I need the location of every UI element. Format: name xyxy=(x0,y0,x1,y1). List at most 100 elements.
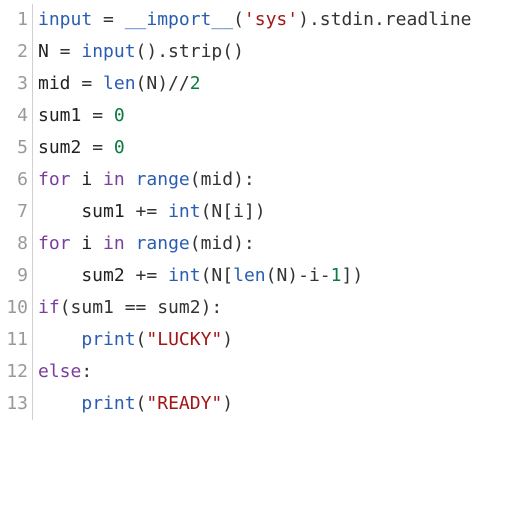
code-line[interactable]: 9 sum2 += int(N[len(N)-i-1]) xyxy=(0,260,523,292)
token-text: (N[i]) xyxy=(200,201,266,222)
token-text: += xyxy=(135,265,158,286)
token-text: ( xyxy=(135,393,147,414)
token-builtin: len xyxy=(233,265,266,286)
line-content[interactable]: mid = len(N)//2 xyxy=(38,68,201,100)
token-text xyxy=(38,329,81,350)
token-text: ) xyxy=(222,329,234,350)
line-content[interactable]: print("READY") xyxy=(38,388,233,420)
token-number: 1 xyxy=(330,265,342,286)
line-number: 4 xyxy=(0,100,33,132)
token-text: = xyxy=(81,137,114,158)
token-text: = xyxy=(92,9,125,30)
token-string: 'sys' xyxy=(243,9,299,30)
line-number: 3 xyxy=(0,68,33,100)
token-number: 2 xyxy=(189,73,201,94)
token-builtin: input xyxy=(38,9,93,30)
line-number: 6 xyxy=(0,164,33,196)
token-text: mid xyxy=(38,73,71,94)
token-number: 0 xyxy=(113,137,125,158)
line-content[interactable]: for i in range(mid): xyxy=(38,228,255,260)
code-area[interactable]: 1 input = __import__('sys').stdin.readli… xyxy=(0,4,523,420)
token-text: = xyxy=(48,41,82,62)
line-number: 5 xyxy=(0,132,33,164)
token-text: sum1 xyxy=(38,201,136,222)
token-text: += xyxy=(135,201,158,222)
token-text: (N[ xyxy=(200,265,234,286)
token-builtin: __import__ xyxy=(124,9,234,30)
token-text xyxy=(125,169,136,190)
line-content[interactable]: N = input().strip() xyxy=(38,36,244,68)
line-content[interactable]: print("LUCKY") xyxy=(38,324,233,356)
token-builtin: int xyxy=(168,265,201,286)
line-content[interactable]: sum1 = 0 xyxy=(38,100,125,132)
token-builtin: int xyxy=(168,201,201,222)
token-text: sum2 xyxy=(38,137,82,158)
line-content[interactable]: sum2 += int(N[len(N)-i-1]) xyxy=(38,260,363,292)
token-builtin: input xyxy=(81,41,136,62)
line-content[interactable]: else: xyxy=(38,356,92,388)
token-keyword: if xyxy=(38,297,60,318)
token-keyword: for xyxy=(38,233,71,254)
code-line[interactable]: 10 if(sum1 == sum2): xyxy=(0,292,523,324)
token-text: (N)// xyxy=(135,73,190,94)
token-text: (N)-i- xyxy=(265,265,331,286)
line-number: 8 xyxy=(0,228,33,260)
token-text: sum1 xyxy=(38,105,82,126)
token-text: (mid): xyxy=(189,233,255,254)
token-text: = xyxy=(70,73,104,94)
token-string: "LUCKY" xyxy=(146,329,223,350)
code-line[interactable]: 7 sum1 += int(N[i]) xyxy=(0,196,523,228)
token-text xyxy=(157,201,168,222)
token-builtin: range xyxy=(135,169,190,190)
line-number: 13 xyxy=(0,388,33,420)
code-line[interactable]: 6 for i in range(mid): xyxy=(0,164,523,196)
token-text: N xyxy=(38,41,49,62)
code-line[interactable]: 11 print("LUCKY") xyxy=(0,324,523,356)
code-line[interactable]: 4 sum1 = 0 xyxy=(0,100,523,132)
token-text xyxy=(157,265,168,286)
token-text: ( xyxy=(135,329,147,350)
token-text: ().strip() xyxy=(135,41,244,62)
line-content[interactable]: sum1 += int(N[i]) xyxy=(38,196,266,228)
token-builtin: print xyxy=(81,329,136,350)
line-number: 1 xyxy=(0,4,33,36)
code-line[interactable]: 12 else: xyxy=(0,356,523,388)
token-text: (sum1 == sum2): xyxy=(59,297,223,318)
code-line[interactable]: 8 for i in range(mid): xyxy=(0,228,523,260)
code-editor[interactable]: 1 input = __import__('sys').stdin.readli… xyxy=(0,0,523,421)
line-number: 12 xyxy=(0,356,33,388)
code-line[interactable]: 5 sum2 = 0 xyxy=(0,132,523,164)
token-builtin: range xyxy=(135,233,190,254)
token-keyword: else xyxy=(38,361,82,382)
token-text: (mid): xyxy=(189,169,255,190)
token-text: ) xyxy=(222,393,234,414)
token-text: ]) xyxy=(341,265,364,286)
token-string: "READY" xyxy=(146,393,223,414)
token-text xyxy=(125,233,136,254)
line-content[interactable]: input = __import__('sys').stdin.readline xyxy=(38,4,472,36)
token-text: i xyxy=(70,169,104,190)
token-keyword: in xyxy=(103,233,125,254)
line-number: 9 xyxy=(0,260,33,292)
line-number: 2 xyxy=(0,36,33,68)
line-content[interactable]: for i in range(mid): xyxy=(38,164,255,196)
code-line[interactable]: 2 N = input().strip() xyxy=(0,36,523,68)
token-text: ).stdin.readline xyxy=(298,9,472,30)
line-content[interactable]: if(sum1 == sum2): xyxy=(38,292,222,324)
token-keyword: in xyxy=(103,169,125,190)
token-text: sum2 xyxy=(38,265,136,286)
token-text xyxy=(38,393,81,414)
code-line[interactable]: 13 print("READY") xyxy=(0,388,523,420)
line-number: 11 xyxy=(0,324,33,356)
line-number: 10 xyxy=(0,292,33,324)
line-content[interactable]: sum2 = 0 xyxy=(38,132,125,164)
token-text: ( xyxy=(233,9,244,30)
token-keyword: for xyxy=(38,169,71,190)
token-builtin: len xyxy=(103,73,136,94)
line-number: 7 xyxy=(0,196,33,228)
token-text: = xyxy=(81,105,114,126)
code-line[interactable]: 3 mid = len(N)//2 xyxy=(0,68,523,100)
token-text: i xyxy=(70,233,104,254)
code-line[interactable]: 1 input = __import__('sys').stdin.readli… xyxy=(0,4,523,36)
token-builtin: print xyxy=(81,393,136,414)
